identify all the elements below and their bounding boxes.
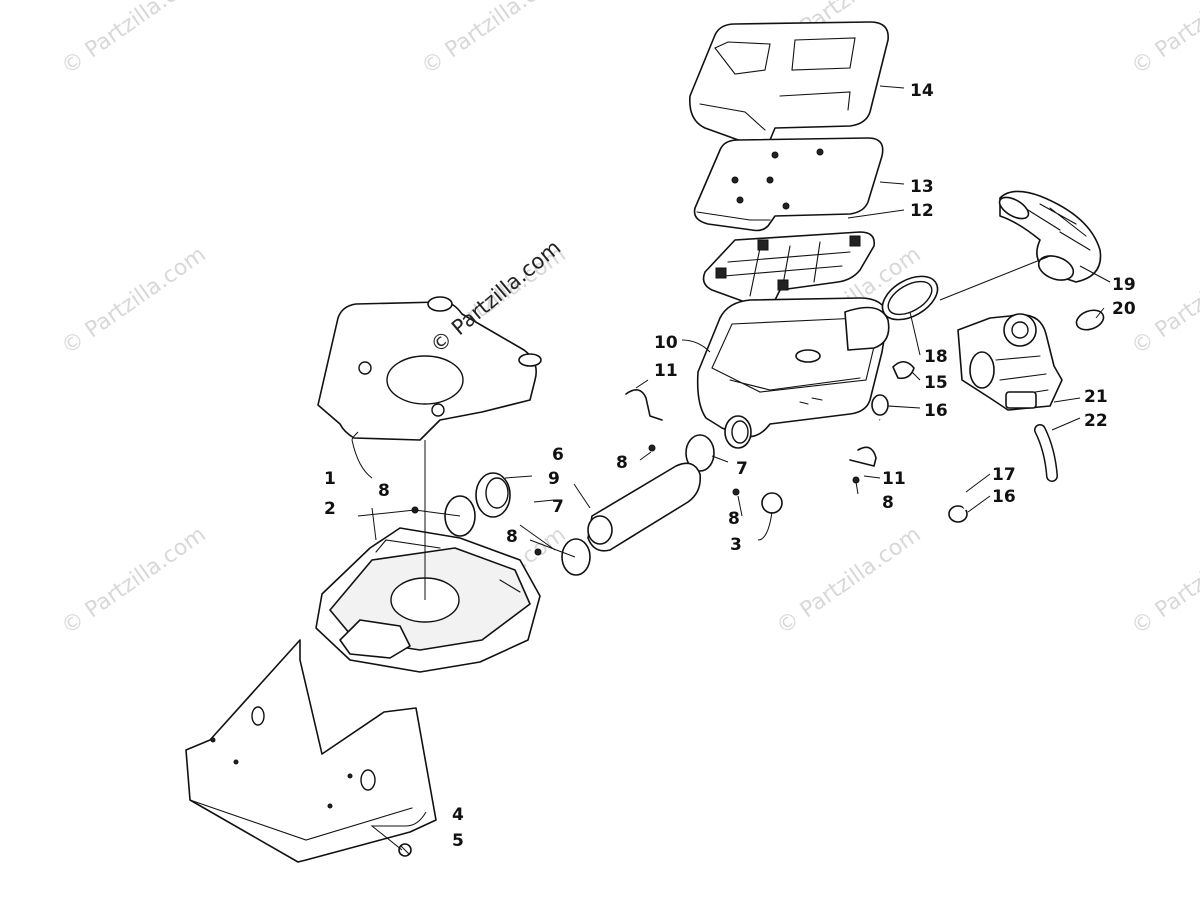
part-vent-hose (879, 418, 968, 511)
part-grommet (761, 492, 783, 514)
callout-6: 6 (552, 445, 564, 465)
callout-18: 18 (924, 347, 948, 367)
watermark: © Partzilla.com (57, 0, 210, 80)
part-carburetor (957, 313, 1063, 411)
part-heat-shield (185, 639, 437, 863)
watermark: © Partzilla.com (1127, 0, 1200, 80)
part-filter-cage (702, 231, 876, 309)
callout-11: 11 (882, 469, 906, 489)
part-brackets (625, 389, 877, 467)
watermark: © Partzilla.com (57, 522, 210, 640)
callout-19: 19 (1112, 275, 1136, 295)
callout-8: 8 (616, 453, 628, 473)
part-ring-clamp (881, 275, 939, 321)
callout-7: 7 (552, 497, 564, 517)
callout-7: 7 (736, 459, 748, 479)
callout-17: 17 (992, 465, 1016, 485)
callout-8: 8 (378, 481, 390, 501)
leader-lines (351, 85, 1111, 851)
part-duct-tube (587, 462, 702, 552)
callout-9: 9 (548, 469, 560, 489)
watermark: © Partzilla.com (57, 242, 210, 360)
part-intake-tube (475, 472, 511, 518)
callout-12: 12 (910, 201, 934, 221)
watermark: © Partzilla.com (1127, 522, 1200, 640)
watermark: © Partzilla.com (1127, 242, 1200, 360)
part-airbox-housing (696, 297, 890, 449)
callout-16: 16 (992, 487, 1016, 507)
part-boot-clamp (1075, 309, 1105, 331)
callout-14: 14 (910, 81, 934, 101)
callout-21: 21 (1084, 387, 1108, 407)
callout-8: 8 (882, 493, 894, 513)
callout-11: 11 (654, 361, 678, 381)
part-mounting-plate (317, 296, 542, 441)
watermark: © Partzilla.com (772, 522, 925, 640)
part-airbox-lid (688, 21, 889, 148)
callout-10: 10 (654, 333, 678, 353)
callout-1: 1 (324, 469, 336, 489)
callout-13: 13 (910, 177, 934, 197)
part-drain-hose (1034, 424, 1058, 482)
callout-16: 16 (924, 401, 948, 421)
callout-8: 8 (728, 509, 740, 529)
callout-4: 4 (452, 805, 464, 825)
part-screw-5 (398, 843, 412, 857)
callout-2: 2 (324, 499, 336, 519)
part-intake-boot (998, 190, 1102, 283)
callout-15: 15 (924, 373, 948, 393)
part-air-filter (693, 137, 884, 232)
callout-8: 8 (506, 527, 518, 547)
callout-3: 3 (730, 535, 742, 555)
callout-5: 5 (452, 831, 464, 851)
callouts: 1 2 3 4 5 6 7 7 8 8 8 8 8 9 10 11 11 12 … (324, 81, 1136, 851)
watermark: © Partzilla.com (417, 0, 570, 80)
part-clips (871, 360, 968, 523)
part-lower-airbox (315, 527, 541, 673)
callout-20: 20 (1112, 299, 1136, 319)
callout-22: 22 (1084, 411, 1108, 431)
part-screws-8 (411, 444, 860, 556)
